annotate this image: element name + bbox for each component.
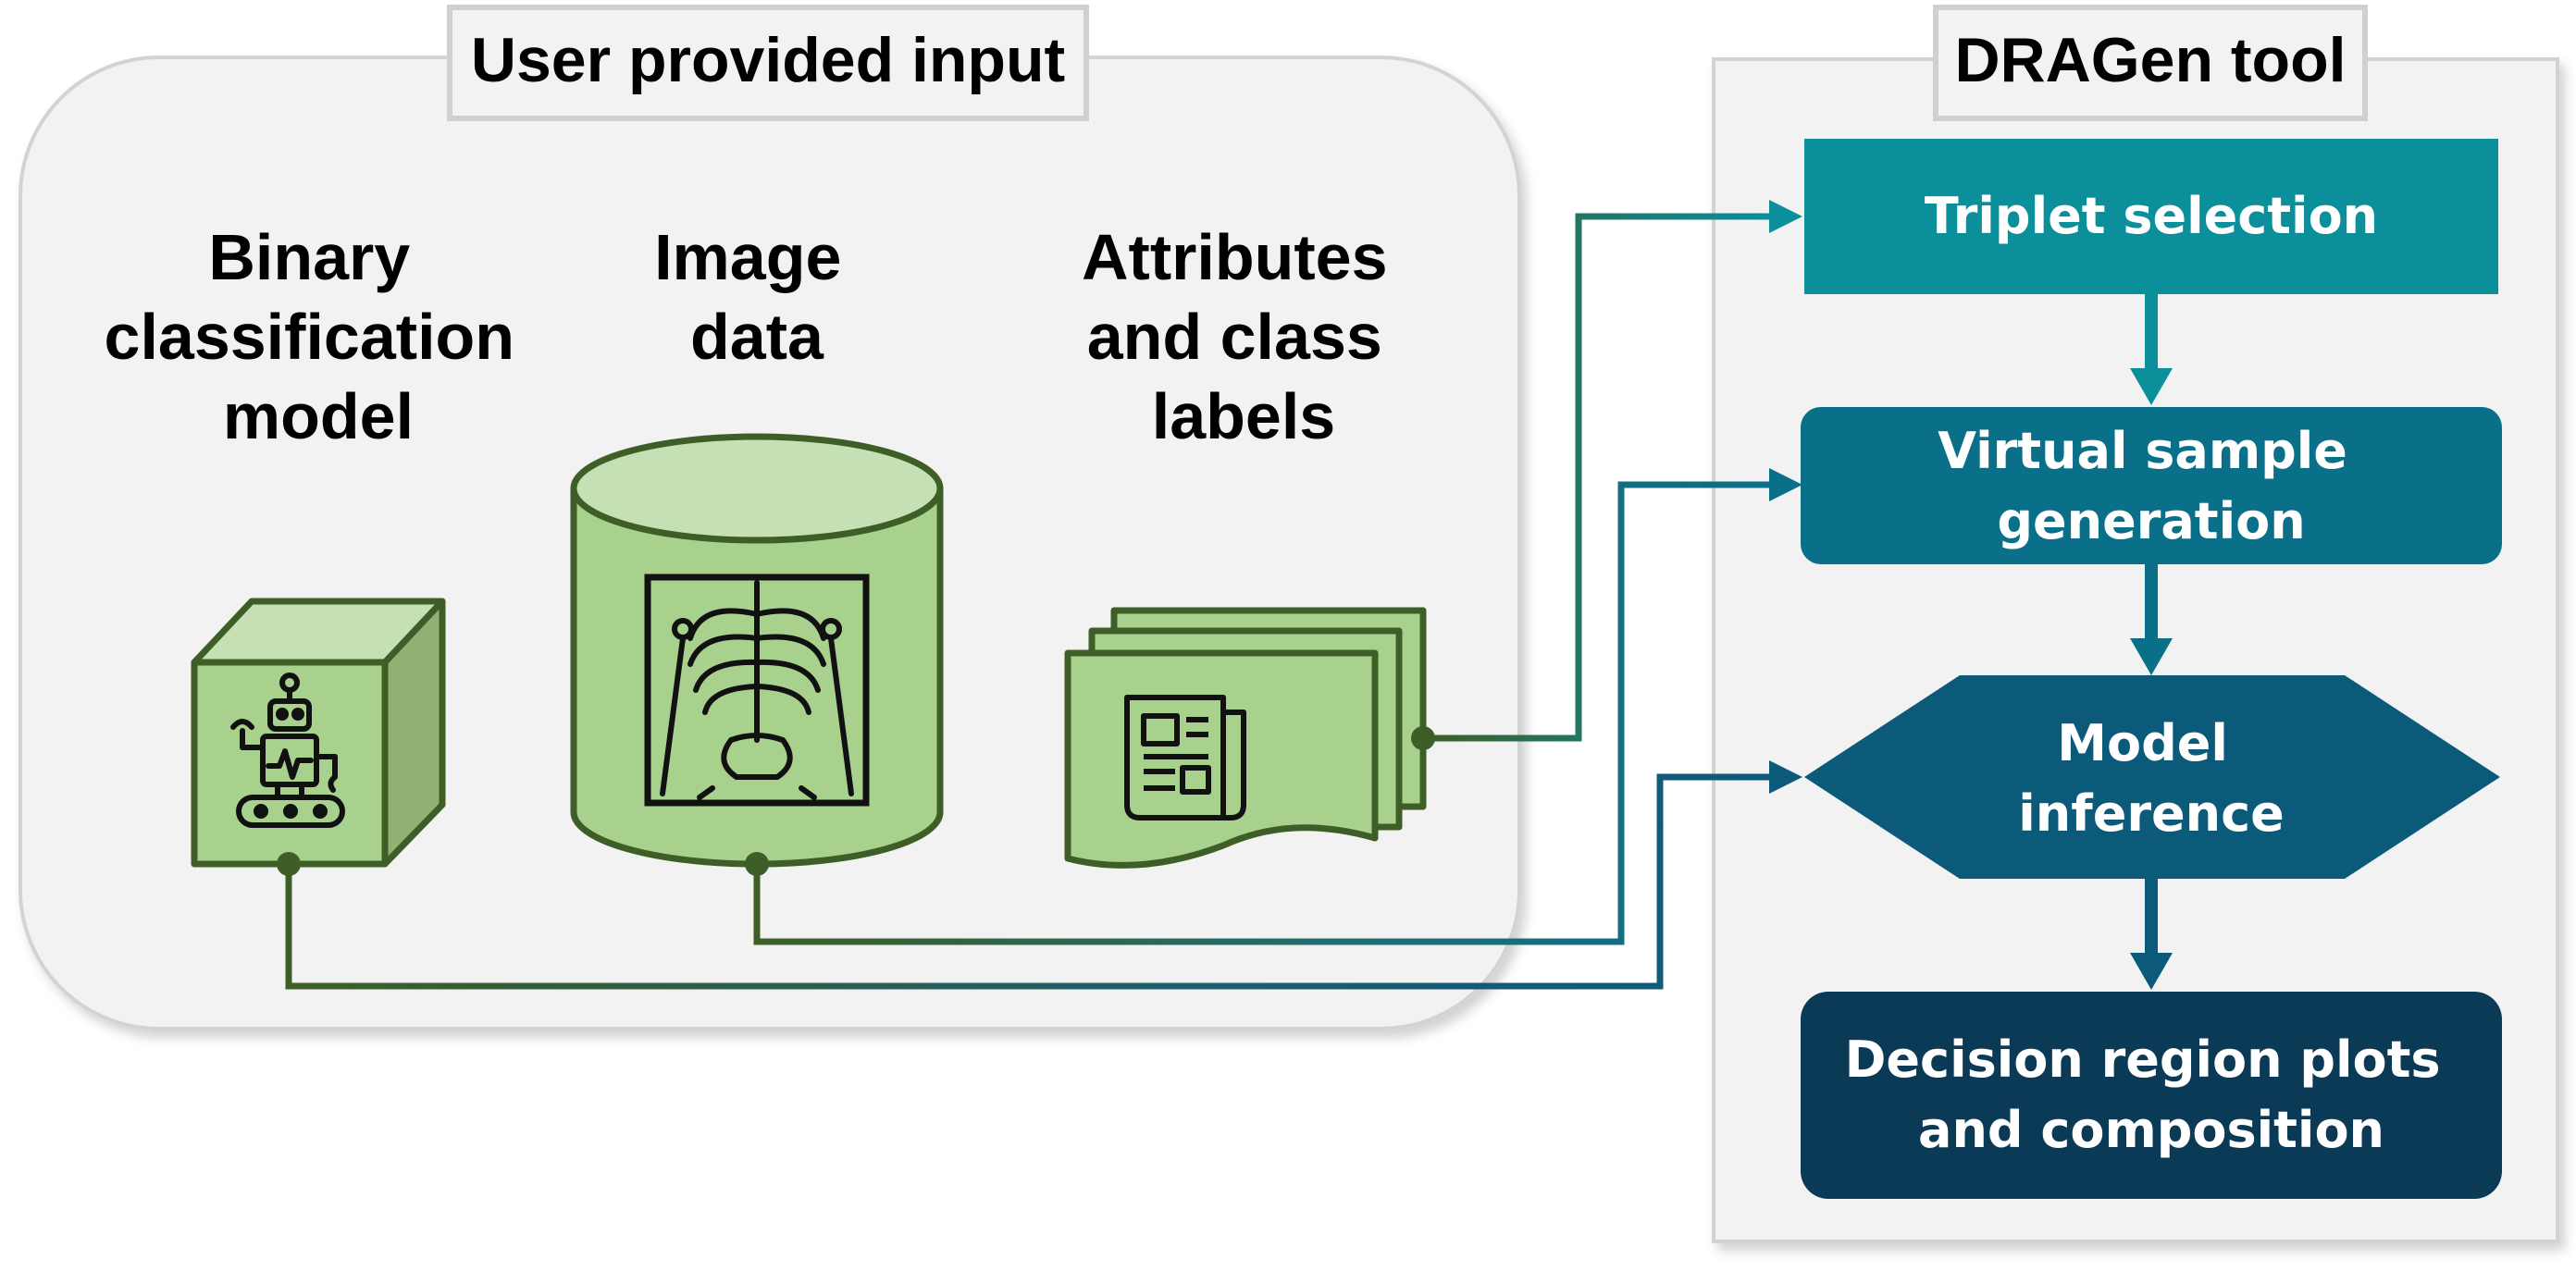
newspaper-icon — [1124, 695, 1246, 821]
step-model-inference: Model inference — [1804, 675, 2500, 879]
cube-robot-icon — [191, 598, 446, 868]
step-2-label: Virtual sample generation — [1938, 422, 2364, 550]
step-triplet-selection: Triplet selection — [1804, 139, 2498, 294]
documents-icon — [1064, 607, 1427, 869]
connector-attributes-to-triplet — [1411, 200, 1802, 750]
step-virtual-sample-generation: Virtual sample generation — [1801, 407, 2502, 564]
flow-arrow-1 — [2130, 294, 2173, 405]
flow-arrow-2 — [2130, 564, 2173, 675]
database-xray-icon — [570, 433, 944, 868]
step-decision-region-plots: Decision region plots and composition — [1801, 992, 2502, 1199]
robot-icon — [230, 673, 345, 828]
step-3-label: Model inference — [2018, 714, 2284, 843]
flow-arrow-3 — [2130, 879, 2173, 990]
input-label-model: Binary classification model — [105, 221, 533, 452]
step-1-label: Triplet selection — [1925, 187, 2378, 245]
user-panel-title: User provided input — [471, 25, 1065, 95]
tool-panel-title: DRAGen tool — [1954, 25, 2346, 95]
xray-skeleton-icon — [660, 580, 854, 800]
input-label-attributes: Attributes and class labels — [1082, 221, 1406, 452]
step-4-label: Decision region plots and composition — [1845, 1030, 2458, 1159]
connector-model-to-inference — [277, 760, 1802, 990]
input-label-image-data: Image data — [654, 221, 860, 373]
connector-image-to-virtual — [745, 468, 1802, 945]
